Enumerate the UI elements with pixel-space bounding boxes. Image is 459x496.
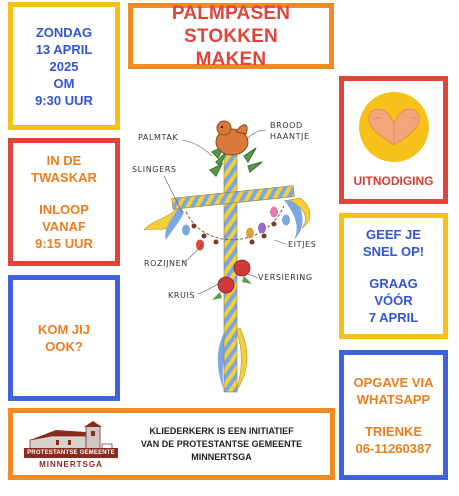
signup-line-2: SNEL OP! — [362, 244, 425, 259]
label-brood: BROOD — [270, 121, 303, 130]
logo-town: MINNERTSGA — [39, 459, 103, 469]
place-line-5: 9:15 UUR — [35, 236, 93, 251]
signup-line-5: 7 APRIL — [368, 310, 419, 325]
label-eitjes: EITJES — [288, 240, 316, 249]
page-title-line-1: PALMPASEN STOKKEN — [171, 2, 291, 47]
title-box: PALMPASEN STOKKEN MAKEN — [128, 2, 334, 70]
raisin-garland — [185, 205, 285, 241]
whatsapp-line-2: WHATSAPP — [356, 391, 431, 407]
whatsapp-box: OPGAVE VIA WHATSAPP TRIENKE 06-11260387 — [339, 350, 448, 480]
label-versiering: VERSIERING — [258, 273, 313, 282]
whatsapp-contact-name: TRIENKE — [364, 423, 423, 439]
footer-line-1: KLIEDERKERK IS EEN INITIATIEF — [149, 425, 294, 436]
question-box: KOM JIJ OOK? — [8, 275, 120, 401]
date-year: 2025 — [49, 58, 79, 74]
question-line-2: OOK? — [45, 339, 83, 354]
ribbon-left-2 — [165, 205, 184, 240]
place-line-1: IN DE — [46, 153, 82, 168]
date-om: OM — [53, 75, 75, 91]
label-kruis: KRUIS — [168, 291, 195, 300]
hands-heart-icon — [358, 92, 429, 163]
label-slingers: SLINGERS — [132, 165, 177, 174]
church-icon — [29, 420, 113, 449]
footer-text: KLIEDERKERK IS EEN INITIATIEF VAN DE PRO… — [121, 425, 322, 464]
whatsapp-line-1: OPGAVE VIA — [353, 374, 434, 390]
easter-eggs — [182, 206, 290, 251]
date-time: 9:30 UUR — [35, 92, 93, 108]
place-line-4: VANAF — [42, 219, 86, 234]
label-rozijnen: ROZIJNEN — [144, 259, 188, 268]
signup-box: GEEF JE SNEL OP! GRAAG VÓÓR 7 APRIL — [339, 213, 448, 339]
palm-branch — [208, 144, 263, 178]
invitation-box: UITNODIGING — [339, 76, 448, 204]
signup-line-3: GRAAG — [369, 276, 418, 291]
date-day: ZONDAG — [35, 24, 93, 40]
place-box: IN DE TWASKAR INLOOP VANAF 9:15 UUR — [8, 138, 120, 266]
bread-rooster — [215, 120, 249, 156]
signup-line-4: VÓÓR — [374, 293, 413, 308]
place-line-3: INLOOP — [39, 202, 89, 217]
raisins — [191, 221, 277, 245]
ribbon-right-2 — [288, 197, 311, 229]
church-logo: PROTESTANTSE GEMEENTE MINNERTSGA — [21, 420, 121, 469]
date-date: 13 APRIL — [35, 41, 93, 57]
footer-line-2: VAN DE PROTESTANTSE GEMEENTE MINNERTSGA — [140, 438, 303, 462]
label-palmtak: PALMTAK — [138, 133, 178, 142]
date-box: ZONDAG 13 APRIL 2025 OM 9:30 UUR — [8, 2, 120, 130]
page-title-line-2: MAKEN — [195, 48, 267, 70]
label-haantje: HAANTJE — [270, 132, 310, 141]
palm-cross-illustration: PALMTAK BROOD HAANTJE SLINGERS EITJES RO… — [132, 120, 316, 393]
signup-line-1: GEEF JE — [366, 227, 421, 242]
ribbon-bottom-1 — [217, 325, 236, 390]
cross-horizontal-beam — [171, 185, 295, 210]
ribbon-bottom-2 — [235, 327, 248, 393]
invitation-label: UITNODIGING — [353, 173, 434, 188]
footer-box: PROTESTANTSE GEMEENTE MINNERTSGA KLIEDER… — [8, 408, 335, 480]
question-line-1: KOM JIJ — [37, 322, 90, 337]
logo-church-name: PROTESTANTSE GEMEENTE — [24, 447, 118, 458]
place-line-2: TWASKAR — [31, 170, 97, 185]
whatsapp-phone: 06-11260387 — [355, 440, 432, 456]
ribbon-right — [284, 200, 303, 240]
